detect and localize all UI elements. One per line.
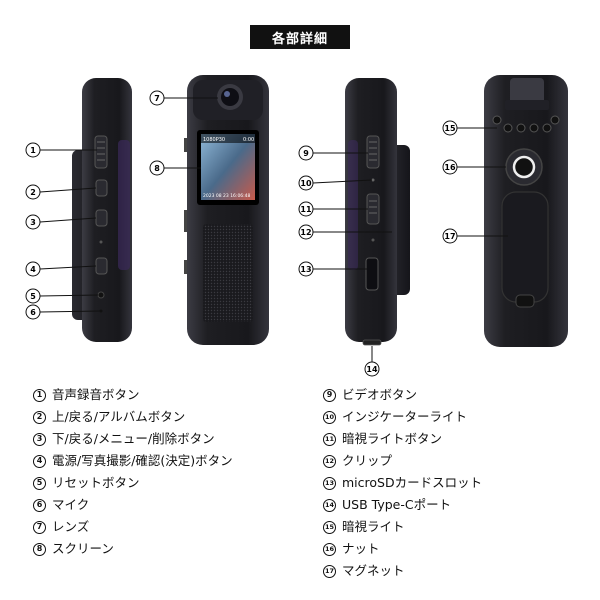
callout-11: 11 [298, 201, 314, 217]
callout-12: 12 [298, 224, 314, 240]
device-side-left [72, 78, 132, 342]
callout-15: 15 [442, 120, 458, 136]
callout-8: 8 [149, 160, 165, 176]
svg-text:8: 8 [154, 164, 160, 173]
svg-text:4: 4 [30, 265, 36, 274]
svg-text:11: 11 [300, 205, 312, 214]
svg-text:9: 9 [303, 149, 309, 158]
callout-1: 1 [25, 142, 41, 158]
svg-text:3: 3 [30, 218, 36, 227]
screen-resolution: 1080P30 [203, 137, 225, 143]
callout-16: 16 [442, 159, 458, 175]
callout-9: 9 [298, 145, 314, 161]
svg-text:13: 13 [300, 265, 311, 274]
device-back [484, 75, 568, 347]
svg-text:15: 15 [444, 124, 456, 133]
callout-13: 13 [298, 261, 314, 277]
svg-text:7: 7 [154, 94, 160, 103]
callout-5: 5 [25, 288, 41, 304]
callout-10: 10 [298, 175, 314, 191]
callout-7: 7 [149, 90, 165, 106]
callout-markers: 1 2 3 4 5 6 7 8 9 10 11 12 13 14 15 16 1… [25, 90, 458, 377]
page-title: 各部詳細 [250, 25, 350, 49]
device-diagram: 1080P30 0:00 2023 08 23 16:06:48 [25, 75, 568, 377]
svg-text:16: 16 [444, 163, 456, 172]
svg-text:5: 5 [30, 292, 36, 301]
svg-text:17: 17 [444, 232, 455, 241]
callout-6: 6 [25, 304, 41, 320]
svg-text:12: 12 [300, 228, 311, 237]
screen-time: 0:00 [243, 137, 254, 143]
callout-3: 3 [25, 214, 41, 230]
device-front: 1080P30 0:00 2023 08 23 16:06:48 [184, 75, 269, 345]
callout-14: 14 [364, 361, 380, 377]
callout-2: 2 [25, 184, 41, 200]
svg-text:2: 2 [30, 188, 36, 197]
callout-4: 4 [25, 261, 41, 277]
svg-text:10: 10 [300, 179, 312, 188]
device-side-right [345, 78, 410, 346]
screen-timestamp: 2023 08 23 16:06:48 [203, 193, 251, 199]
svg-text:1: 1 [30, 146, 36, 155]
svg-text:6: 6 [30, 308, 36, 317]
svg-text:14: 14 [366, 365, 378, 374]
callout-17: 17 [442, 228, 458, 244]
leader-lines [39, 97, 508, 362]
